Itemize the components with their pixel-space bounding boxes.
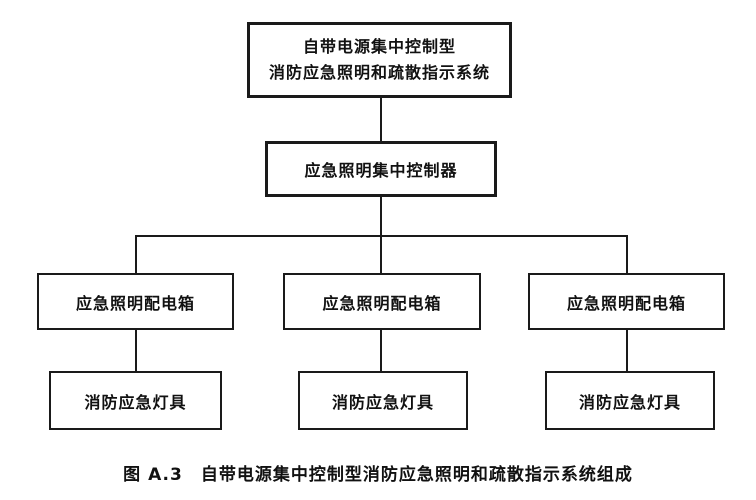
connector-root-to-controller [380, 98, 382, 141]
emergency-lamp-label: 消防应急灯具 [331, 392, 434, 412]
connector-controller-to-bus [380, 197, 382, 236]
distribution-box-label: 应急照明配电箱 [566, 293, 686, 313]
emergency-lamp-node: 消防应急灯具 [49, 371, 222, 430]
connector-box-3-to-lamp-3 [626, 330, 628, 371]
connector-bus-to-box-1 [135, 235, 137, 273]
emergency-lamp-label: 消防应急灯具 [84, 392, 187, 412]
central-controller-label: 应急照明集中控制器 [304, 161, 458, 180]
connector-bus-to-box-3 [626, 235, 628, 273]
system-root-node: 自带电源集中控制型 消防应急照明和疏散指示系统 [247, 22, 512, 98]
system-root-title-line1: 自带电源集中控制型 [302, 37, 456, 56]
distribution-box-node: 应急照明配电箱 [283, 273, 481, 330]
connector-box-1-to-lamp-1 [135, 330, 137, 371]
connector-box-2-to-lamp-2 [380, 330, 382, 371]
distribution-box-node: 应急照明配电箱 [37, 273, 234, 330]
figure-number: 图 A.3 [123, 465, 183, 485]
figure-caption-text: 自带电源集中控制型消防应急照明和疏散指示系统组成 [200, 465, 633, 485]
system-root-title-line2: 消防应急照明和疏散指示系统 [268, 63, 490, 82]
distribution-box-label: 应急照明配电箱 [75, 293, 195, 313]
connector-bus-to-box-2 [380, 235, 382, 273]
emergency-lamp-node: 消防应急灯具 [545, 371, 715, 430]
distribution-box-label: 应急照明配电箱 [322, 293, 442, 313]
emergency-lamp-node: 消防应急灯具 [298, 371, 468, 430]
emergency-lamp-label: 消防应急灯具 [578, 392, 681, 412]
figure-caption: 图 A.3 自带电源集中控制型消防应急照明和疏散指示系统组成 [0, 460, 756, 485]
distribution-box-node: 应急照明配电箱 [528, 273, 725, 330]
central-controller-node: 应急照明集中控制器 [265, 141, 497, 197]
